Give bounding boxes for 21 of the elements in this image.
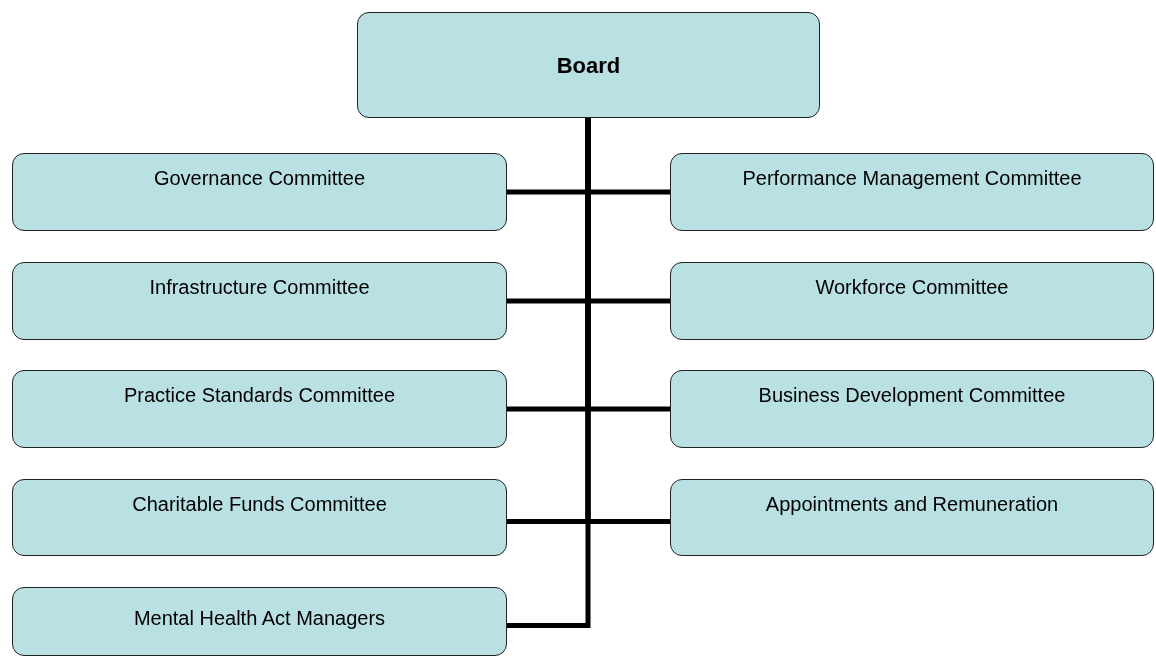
committee-box [12,479,507,556]
committee-box [670,153,1154,231]
node-label: Charitable Funds Committee [131,492,388,516]
node-label: Performance Management Committee [741,166,1083,190]
committee-box [12,153,507,231]
node-label: Practice Standards Committee [122,383,397,407]
connector-line [507,118,591,628]
committee-box [12,262,507,340]
node-label: Infrastructure Committee [148,275,371,299]
board-box [357,12,820,118]
node-label: Business Development Committee [757,383,1067,407]
committee-box [12,587,507,656]
node-label: Appointments and Remuneration [764,492,1060,516]
committee-box [670,479,1154,556]
node-label: Board [555,54,622,78]
node-label: Governance Committee [152,166,367,190]
node-label: Workforce Committee [814,275,1010,299]
committee-box [670,262,1154,340]
committee-box [12,370,507,448]
committee-box [670,370,1154,448]
node-label: Mental Health Act Managers [132,606,387,630]
